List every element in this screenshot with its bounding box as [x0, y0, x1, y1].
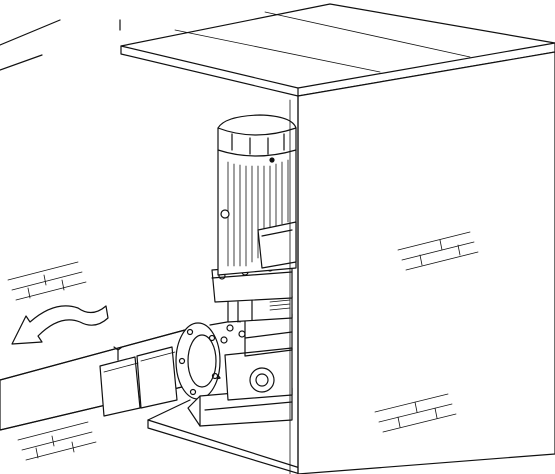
concrete-plinth — [147, 399, 301, 474]
electric-motor — [217, 114, 297, 276]
pump-body — [187, 311, 293, 427]
brick-wall-symbol-icon — [17, 421, 97, 461]
brick-wall-symbol-icon — [374, 393, 457, 433]
brick-wall-symbol-icon — [397, 231, 479, 271]
curved-arrow-icon — [11, 305, 109, 345]
terminal-box — [257, 221, 297, 269]
pipe-coupling-1 — [99, 356, 141, 417]
pipe-coupling-2 — [136, 346, 178, 409]
enclosure-roof — [120, 3, 555, 97]
left-wall — [0, 19, 121, 71]
brick-wall-symbol-icon — [7, 261, 87, 301]
enclosure-wall-right — [289, 51, 555, 474]
